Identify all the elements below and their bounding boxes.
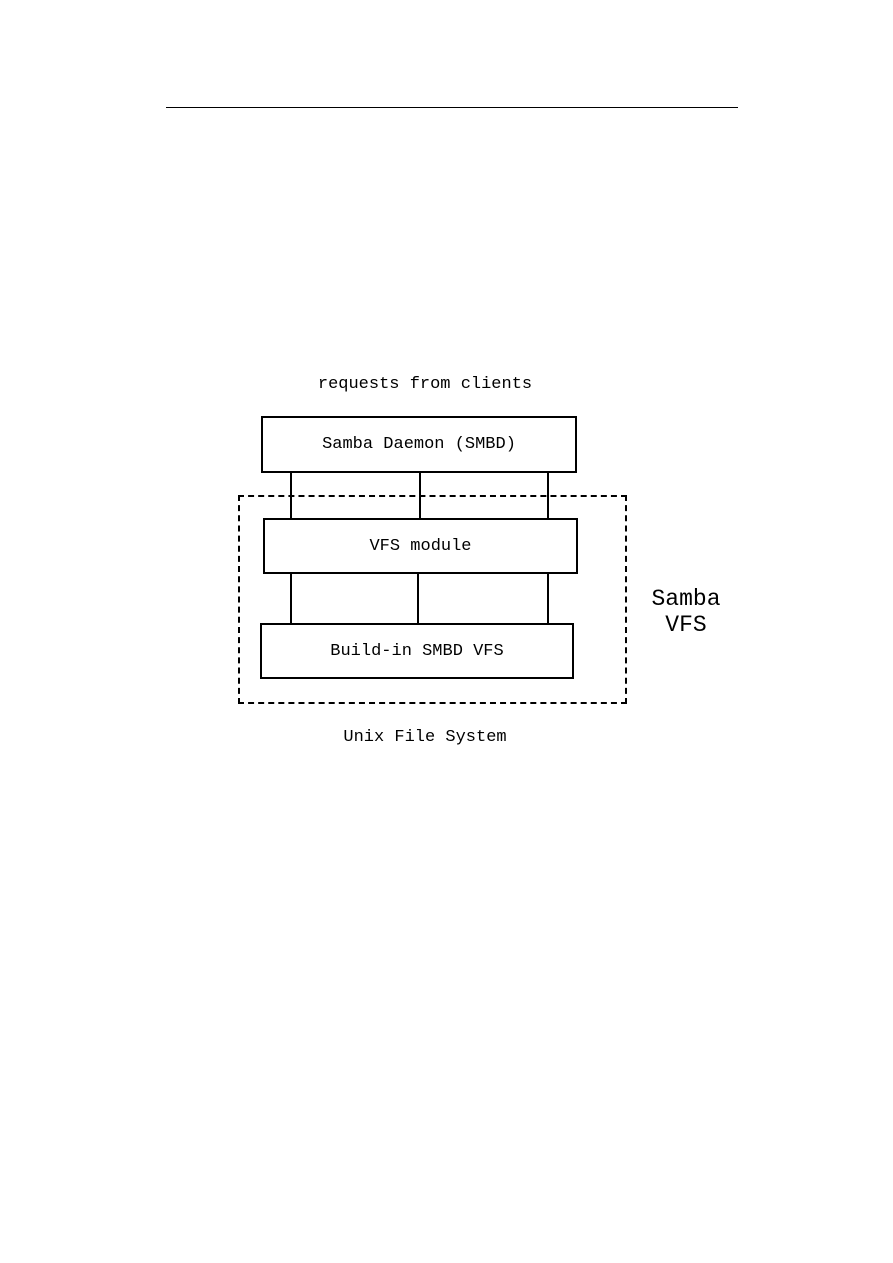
samba-vfs-label-line1: Samba xyxy=(651,586,721,612)
builtin-smbd-vfs-box: Build-in SMBD VFS xyxy=(260,623,574,679)
connector-daemon-vfs-left xyxy=(290,471,292,520)
connector-vfs-builtin-left xyxy=(290,572,292,625)
top-label: requests from clients xyxy=(317,375,533,394)
samba-vfs-label-line2: VFS xyxy=(665,612,707,638)
builtin-smbd-vfs-label: Build-in SMBD VFS xyxy=(330,641,504,661)
bottom-label: Unix File System xyxy=(343,728,507,747)
connector-vfs-builtin-right xyxy=(547,572,549,625)
samba-vfs-region xyxy=(238,495,627,704)
vfs-module-box: VFS module xyxy=(263,518,578,574)
vfs-module-label: VFS module xyxy=(369,536,472,556)
connector-daemon-vfs-right xyxy=(547,471,549,520)
samba-vfs-label: Samba VFS xyxy=(636,586,736,638)
connector-daemon-vfs-middle xyxy=(419,471,421,520)
connector-vfs-builtin-middle xyxy=(417,572,419,625)
samba-daemon-label: Samba Daemon (SMBD) xyxy=(322,435,516,454)
samba-daemon-box: Samba Daemon (SMBD) xyxy=(261,416,577,473)
header-rule xyxy=(166,107,738,108)
